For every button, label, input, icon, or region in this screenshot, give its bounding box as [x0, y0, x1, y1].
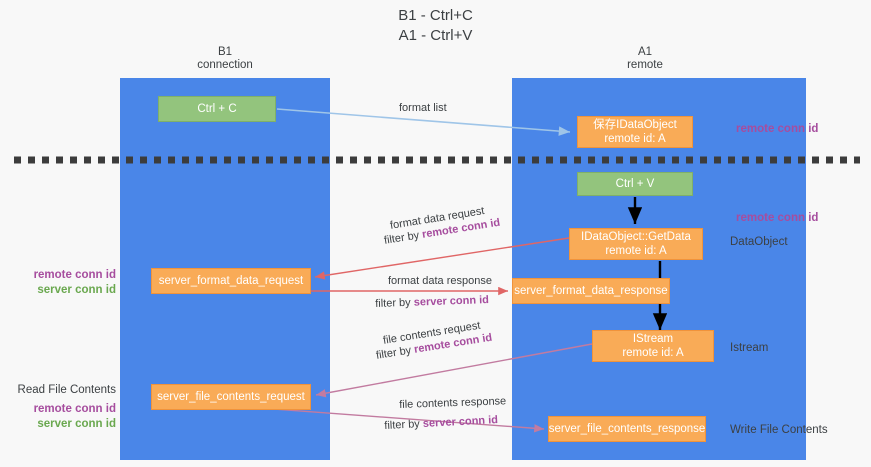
page-title-line1: B1 - Ctrl+C: [398, 7, 473, 24]
box-ctrl-c[interactable]: Ctrl + C: [158, 96, 276, 122]
column-header-b1-subtitle: connection: [197, 59, 253, 71]
right-label-istream: Istream: [730, 342, 769, 354]
left-label-conn-ids-1: remote conn id server conn id: [20, 268, 116, 298]
edge-label-format-data-response: format data response: [388, 275, 492, 287]
box-sfdresp-label: server_format_data_response: [514, 285, 668, 297]
box-getdata-line2: remote id: A: [605, 245, 667, 257]
right-label-write-file-contents: Write File Contents: [730, 424, 828, 436]
column-header-b1: B1 connection: [150, 46, 300, 72]
right-label-remote-conn-id-1: remote conn id: [736, 123, 819, 135]
left-label-read-file-contents: Read File Contents: [17, 384, 116, 396]
right-label-remote-conn-id-2: remote conn id: [736, 212, 819, 224]
filter-value-server-conn-id-1: server conn id: [413, 294, 490, 309]
filter-prefix-2: filter by: [375, 296, 414, 310]
left-label-remote-conn-id-1: remote conn id: [33, 269, 116, 281]
box-sfcresp-label: server_file_contents_response: [548, 423, 706, 435]
edge-label-format-list: format list: [399, 102, 447, 114]
filter-prefix-1: filter by: [383, 228, 424, 247]
left-label-remote-conn-id-2: remote conn id: [33, 403, 116, 415]
box-idataobject-getdata[interactable]: IDataObject::GetData remote id: A: [569, 228, 703, 260]
box-ctrl-v[interactable]: Ctrl + V: [577, 172, 693, 196]
box-ctrl-c-label: Ctrl + C: [197, 103, 237, 115]
box-istream[interactable]: IStream remote id: A: [592, 330, 714, 362]
box-server-file-contents-request[interactable]: server_file_contents_request: [151, 384, 311, 410]
box-ctrl-v-label: Ctrl + V: [615, 178, 655, 190]
left-label-server-conn-id-2: server conn id: [37, 418, 116, 430]
column-header-b1-name: B1: [217, 46, 233, 58]
box-getdata-line1: IDataObject::GetData: [581, 231, 691, 243]
page-title: B1 - Ctrl+C A1 - Ctrl+V: [0, 6, 871, 46]
filter-prefix-4: filter by: [384, 417, 424, 432]
box-idataobject[interactable]: 保存IDataObject remote id: A: [577, 116, 693, 148]
box-server-file-contents-response[interactable]: server_file_contents_response: [548, 416, 706, 442]
left-label-conn-ids-2: remote conn id server conn id: [20, 402, 116, 432]
page-title-line2: A1 - Ctrl+V: [398, 27, 473, 44]
edge-label-file-contents-response: file contents response: [399, 395, 507, 411]
column-header-a1-name: A1: [637, 46, 653, 58]
box-sfdreq-label: server_format_data_request: [158, 275, 304, 287]
box-server-format-data-request[interactable]: server_format_data_request: [151, 268, 311, 294]
box-server-format-data-response[interactable]: server_format_data_response: [512, 278, 670, 304]
edge-label-filter-by-server-conn-id-1: filter by server conn id: [375, 293, 489, 311]
edge-label-filter-by-server-conn-id-2: filter by server conn id: [384, 413, 498, 433]
filter-value-server-conn-id-2: server conn id: [422, 414, 499, 430]
column-header-a1-subtitle: remote: [627, 59, 663, 71]
filter-prefix-3: filter by: [375, 343, 416, 362]
box-idataobject-line1: 保存IDataObject: [593, 119, 677, 131]
right-label-dataobject: DataObject: [730, 236, 788, 248]
box-istream-line1: IStream: [632, 333, 674, 345]
box-sfcreq-label: server_file_contents_request: [157, 391, 305, 403]
column-header-a1: A1 remote: [570, 46, 720, 72]
left-label-server-conn-id-1: server conn id: [37, 284, 116, 296]
box-istream-line2: remote id: A: [622, 347, 684, 359]
box-idataobject-line2: remote id: A: [604, 133, 666, 145]
